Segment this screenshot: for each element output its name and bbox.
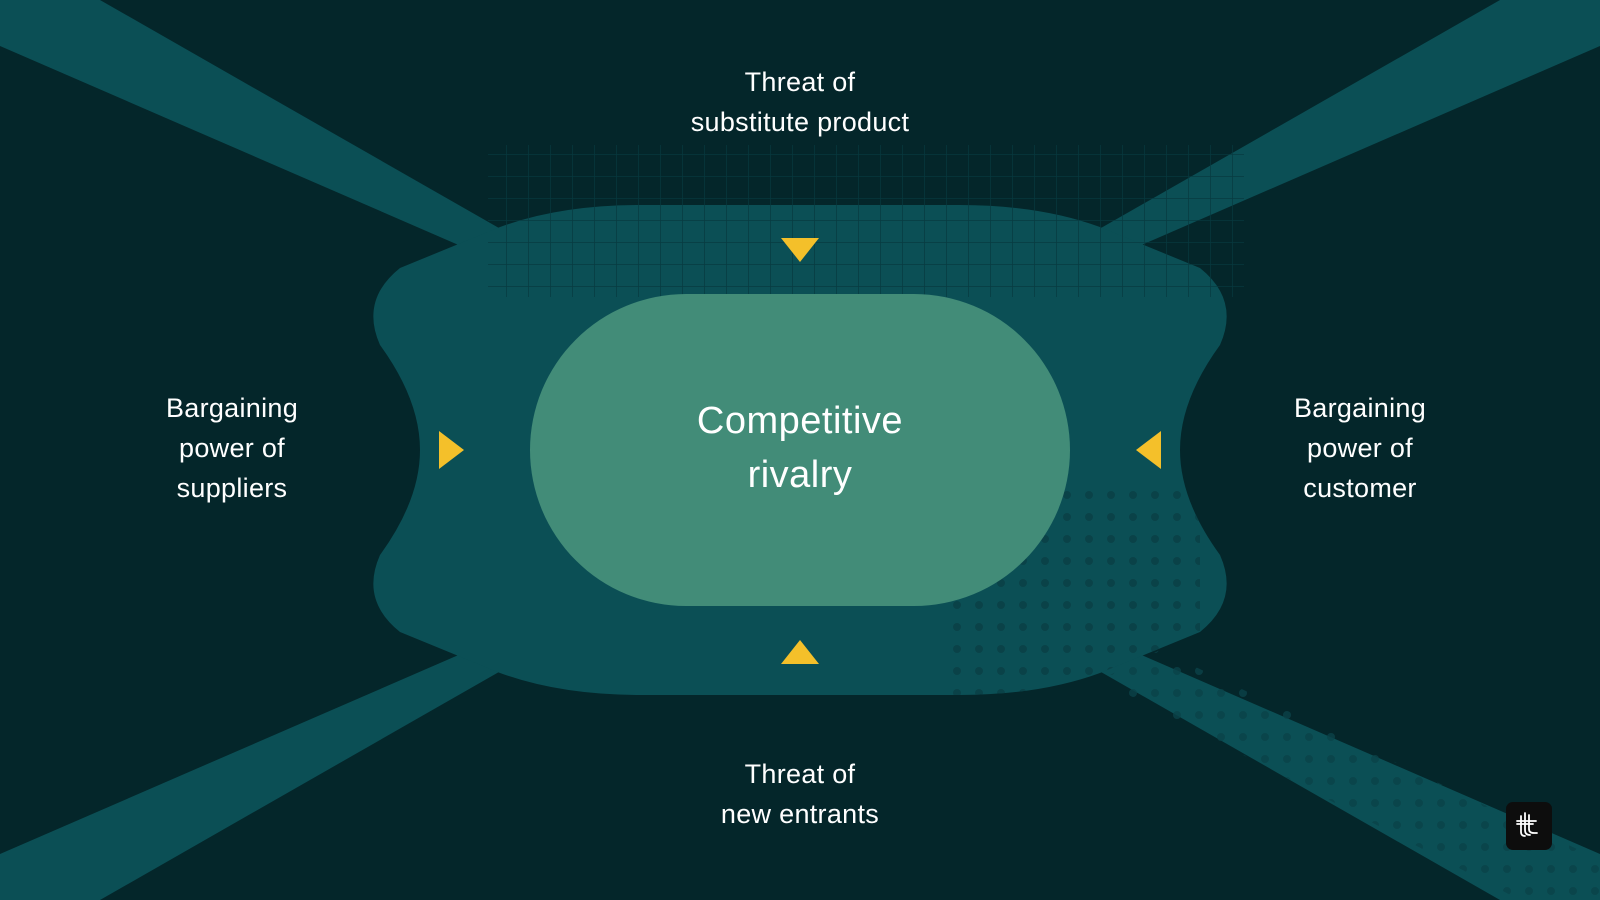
label-left-line2: power of (179, 433, 285, 463)
label-left-line1: Bargaining (165, 393, 299, 423)
arrow-right-icon (439, 431, 464, 469)
grid-texture (488, 145, 1244, 297)
logo-glyph (1516, 812, 1538, 837)
label-top-line1: Threat of (744, 67, 856, 97)
center-title-line1: Competitive (696, 400, 904, 442)
brand-logo-icon[interactable] (1506, 802, 1552, 850)
label-left-line3: suppliers (176, 473, 288, 503)
label-bottom-line2: new entrants (720, 799, 880, 829)
arrow-left-icon (1136, 431, 1161, 469)
band-bottom-left (0, 650, 520, 900)
arrow-down-icon (781, 238, 819, 262)
label-supplier-power: Bargaining power of suppliers (112, 388, 352, 508)
label-right-line3: customer (1303, 473, 1417, 503)
label-threat-of-substitutes: Threat of substitute product (600, 62, 1000, 142)
band-top-left (0, 0, 520, 250)
label-top-line2: substitute product (690, 107, 910, 137)
label-bottom-line1: Threat of (744, 759, 856, 789)
label-right-line1: Bargaining (1293, 393, 1427, 423)
center-title: Competitive rivalry (540, 394, 1060, 502)
label-right-line2: power of (1307, 433, 1413, 463)
center-title-line2: rivalry (747, 454, 853, 496)
label-threat-of-new-entrants: Threat of new entrants (600, 754, 1000, 834)
label-customer-power: Bargaining power of customer (1240, 388, 1480, 508)
center-pill (530, 294, 1070, 606)
arrow-up-icon (781, 640, 819, 664)
dot-texture-band (1100, 650, 1600, 900)
